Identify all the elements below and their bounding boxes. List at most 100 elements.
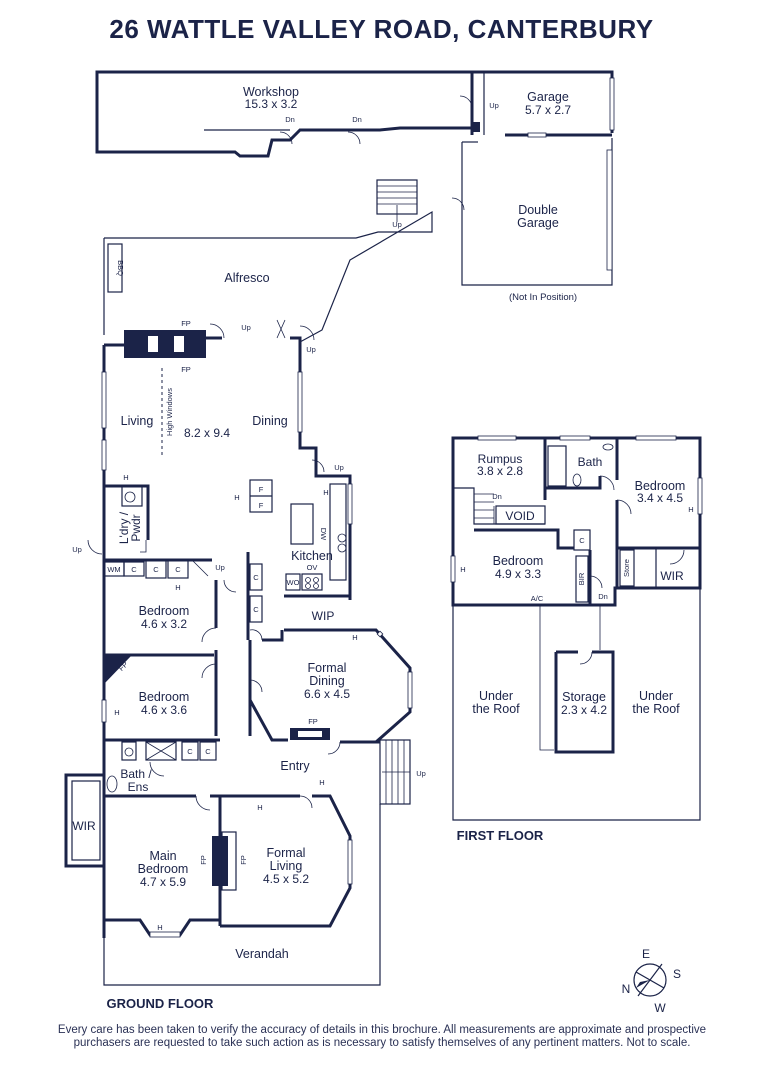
f-label: F: [259, 501, 264, 510]
double-garage: Double Garage (Not In Position): [451, 138, 613, 303]
stair-down-label: Dn: [492, 492, 502, 501]
fp-label: FP: [239, 855, 248, 865]
disclaimer-text: Every care has been taken to verify the …: [57, 1024, 707, 1049]
bath-ens-line2: Ens: [128, 780, 149, 794]
cupboard-label: C: [175, 565, 181, 574]
alfresco-name: Alfresco: [224, 271, 269, 285]
formal-living-name2: Living: [270, 859, 303, 873]
compass-n: N: [622, 982, 631, 996]
formal-living-name: Formal: [267, 846, 306, 860]
ac-label: A/C: [531, 594, 544, 603]
rumpus-size: 3.8 x 2.8: [477, 464, 523, 478]
living-name: Living: [121, 414, 154, 428]
double-garage-note: (Not In Position): [509, 292, 577, 303]
f-label: F: [259, 485, 264, 494]
under-roof-right-line1: Under: [639, 689, 673, 703]
cupboard-label: C: [205, 747, 211, 756]
up-label: Up: [416, 769, 426, 778]
heater-label: H: [688, 505, 693, 514]
rumpus-name: Rumpus: [478, 452, 523, 466]
cupboard-label: C: [253, 605, 259, 614]
garage: Up Garage 5.7 x 2.7: [459, 70, 615, 138]
wo-label: WO: [287, 578, 300, 587]
compass-e: E: [642, 947, 650, 961]
high-windows-label: High Windows: [165, 388, 174, 436]
formal-dining-name2: Dining: [309, 674, 344, 688]
cupboard-label: C: [131, 565, 137, 574]
double-garage-line1: Double: [518, 203, 558, 217]
heater-label: H: [175, 583, 180, 592]
up-label: Up: [241, 323, 251, 332]
first-floor: Dn VOID Rumpus 3.8 x 2.8 Bath Store WIR …: [450, 435, 703, 821]
dw-label: DW: [319, 528, 328, 541]
main-bedroom-name2: Bedroom: [138, 862, 189, 876]
up-label: Up: [215, 563, 225, 572]
bedroom-b-size: 4.6 x 3.6: [141, 703, 187, 717]
ground-floor-label: GROUND FLOOR: [107, 996, 214, 1011]
up-label: Up: [334, 463, 344, 472]
formal-living-size: 4.5 x 5.2: [263, 872, 309, 886]
compass: E S N W: [622, 947, 681, 1015]
garage-size: 5.7 x 2.7: [525, 103, 571, 117]
living-dining-size: 8.2 x 9.4: [184, 426, 230, 440]
wir-first-name: WIR: [660, 569, 684, 583]
storage-size: 2.3 x 4.2: [561, 703, 607, 717]
up-label: Up: [72, 545, 82, 554]
ldry-line2: Pwdr: [129, 514, 143, 541]
bath-first-name: Bath: [578, 455, 603, 469]
fp-label: FP: [199, 855, 208, 865]
bbq-label: BBQ: [116, 260, 125, 276]
workshop-name: Workshop: [243, 85, 299, 99]
dining-name: Dining: [252, 414, 287, 428]
up-label: Up: [306, 345, 316, 354]
verandah-name: Verandah: [235, 947, 289, 961]
formal-dining-size: 6.6 x 4.5: [304, 687, 350, 701]
heater-label: H: [323, 488, 328, 497]
under-roof-left-line2: the Roof: [472, 702, 520, 716]
first-floor-label: FIRST FLOOR: [457, 828, 544, 843]
heater-label: H: [460, 565, 465, 574]
under-roof-right-line2: the Roof: [632, 702, 680, 716]
page-title: 26 WATTLE VALLEY ROAD, CANTERBURY: [109, 14, 654, 44]
under-roof-left-line1: Under: [479, 689, 513, 703]
cupboard-label: C: [187, 747, 193, 756]
fp-label: FP: [308, 717, 318, 726]
bedroom-d-name: Bedroom: [493, 554, 544, 568]
ov-label: OV: [307, 563, 318, 572]
bedroom-a-size: 4.6 x 3.2: [141, 617, 187, 631]
kitchen-name: Kitchen: [291, 549, 333, 563]
alfresco: Up BBQ Alfresco: [103, 179, 433, 343]
ldry-line1: L'dry /: [117, 511, 131, 544]
stair-down-label: Dn: [598, 592, 608, 601]
formal-dining-name: Formal: [308, 661, 347, 675]
entry-name: Entry: [280, 759, 310, 773]
heater-label: H: [234, 493, 239, 502]
main-bedroom-name: Main: [149, 849, 176, 863]
up-label: Up: [392, 220, 402, 229]
ground-floor-walls: FP FP Up Up High Windows Living Dining 8…: [64, 319, 426, 986]
bedroom-c-size: 3.4 x 4.5: [637, 491, 683, 505]
bir-label: BIR: [577, 572, 586, 585]
bath-ens-line1: Bath /: [120, 767, 152, 781]
wip-name: WIP: [312, 609, 335, 623]
void-label: VOID: [505, 509, 535, 523]
wir-name: WIR: [72, 819, 96, 833]
bedroom-a-name: Bedroom: [139, 604, 190, 618]
heater-label: H: [257, 803, 262, 812]
store-label: Store: [622, 559, 631, 577]
up-label: Up: [489, 101, 499, 110]
workshop: Workshop 15.3 x 3.2 Dn Dn: [95, 70, 474, 158]
bedroom-c-name: Bedroom: [635, 479, 686, 493]
wm-label: WM: [107, 565, 120, 574]
cupboard-label: C: [253, 573, 259, 582]
main-bedroom-size: 4.7 x 5.9: [140, 875, 186, 889]
heater-label: H: [123, 473, 128, 482]
heater-label: H: [114, 708, 119, 717]
workshop-size: 15.3 x 3.2: [245, 97, 298, 111]
cupboard-label: C: [153, 565, 159, 574]
bedroom-b-name: Bedroom: [139, 690, 190, 704]
double-garage-line2: Garage: [517, 216, 559, 230]
heater-label: H: [352, 633, 357, 642]
heater-label: H: [157, 923, 162, 932]
